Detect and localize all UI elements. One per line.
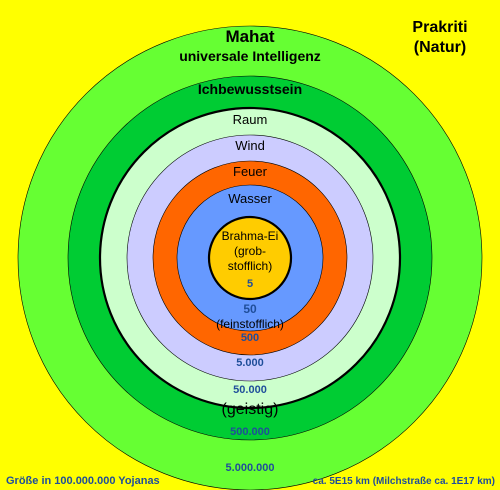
- brahma-ei-label-line1: Brahma-Ei: [222, 229, 279, 243]
- mahat-sublabel: universale Intelligenz: [179, 48, 321, 64]
- brahma-ei-circle: [207, 215, 293, 301]
- raum-label: Raum: [233, 112, 268, 127]
- feuer-label: Feuer: [233, 164, 268, 179]
- footer-scale-note: ca. 5E15 km (Milchstraße ca. 1E17 km): [313, 476, 495, 487]
- brahma-ei-label-line2: (grob-: [234, 244, 266, 258]
- title-line1: Prakriti: [412, 19, 467, 36]
- ichbewusstsein-label: Ichbewusstsein: [198, 81, 302, 97]
- size-label-wind: 5.000: [236, 357, 264, 369]
- size-label-ichbewusstsein: 500.000: [230, 426, 270, 438]
- brahma-ei-label-line3: stofflich): [228, 259, 272, 273]
- size-label-brahma: 5: [247, 278, 253, 290]
- size-label-feuer: 500: [241, 332, 259, 344]
- size-label-mahat: 5.000.000: [226, 462, 275, 474]
- geistig-label: (geistig): [222, 401, 279, 418]
- wind-label: Wind: [235, 138, 265, 153]
- wasser-label: Wasser: [228, 191, 272, 206]
- title-line2: (Natur): [414, 39, 466, 56]
- feinstofflich-label: (feinstofflich): [216, 317, 284, 331]
- footer-size-unit: Größe in 100.000.000 Yojanas: [6, 475, 160, 487]
- size-label-raum: 50.000: [233, 384, 267, 396]
- mahat-label: Mahat: [225, 27, 274, 46]
- size-label-wasser: 50: [243, 302, 257, 316]
